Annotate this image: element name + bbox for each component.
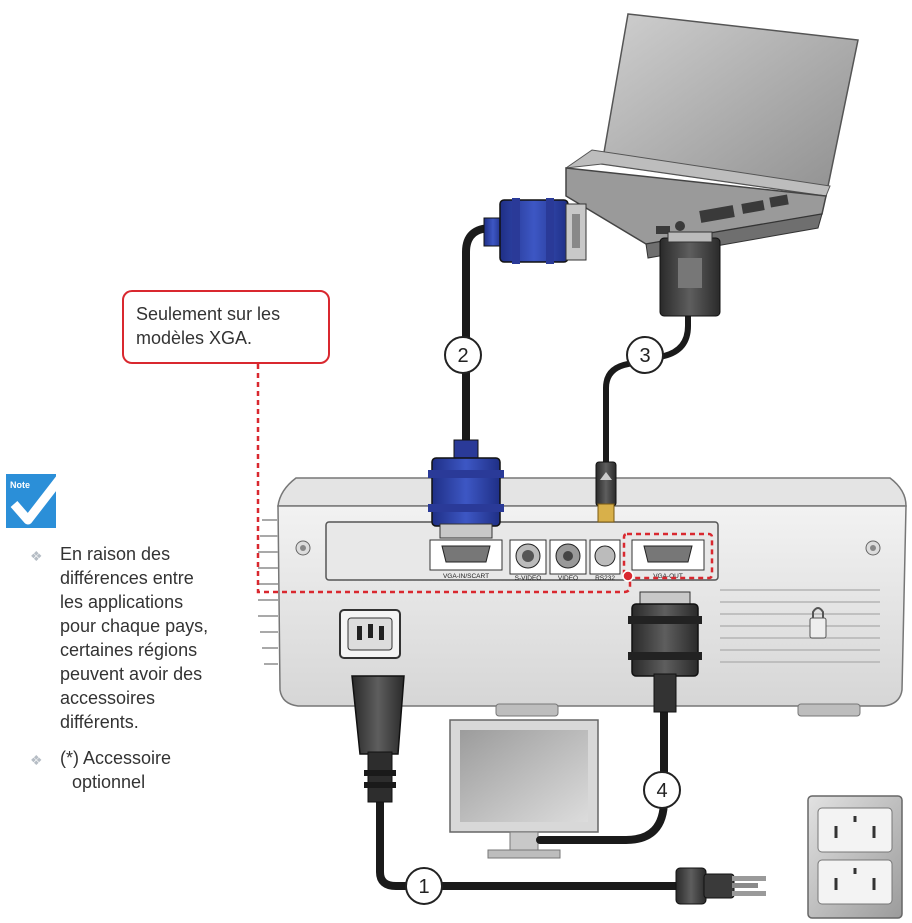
projector: VGA-IN/SCART S-VIDEO VIDEO RS232 VGA-OUT [258, 477, 907, 717]
note-item: ❖ En raison des différences entre les ap… [22, 542, 217, 734]
kensington-lock-icon [809, 607, 827, 639]
laptop-port [675, 221, 685, 231]
svg-text:3: 3 [639, 345, 650, 367]
bullet-icon: ❖ [30, 548, 43, 564]
note-item-text: En raison des différences entre les appl… [60, 544, 209, 732]
vga-connector-laptop [483, 198, 587, 264]
vga-connector-monitor [628, 591, 702, 713]
monitor [449, 719, 599, 859]
laptop-port [769, 194, 789, 208]
laptop-port [741, 200, 765, 214]
wall-outlet [807, 795, 903, 919]
port-vga-out: VGA-OUT [631, 539, 705, 580]
note-item-text-continued: optionnel [72, 772, 146, 792]
cable-number-3: 3 [626, 336, 664, 374]
monitor-neck [509, 831, 539, 851]
laptop-port [699, 205, 735, 223]
left-grille [258, 519, 278, 665]
laptop [565, 13, 859, 259]
note-checkmark-icon: Note [6, 474, 62, 528]
cable-number-4: 4 [643, 771, 681, 809]
vga-connector-projector [428, 439, 504, 539]
monitor-screen [460, 730, 588, 822]
callout-anchor-dot [622, 570, 634, 582]
rs232-connector-projector [595, 461, 617, 523]
port-label-vga-out: VGA-OUT [653, 573, 683, 580]
bullet-icon: ❖ [30, 752, 43, 768]
cable-3 [603, 307, 691, 465]
svg-text:4: 4 [656, 780, 667, 802]
port-vga-in: VGA-IN/SCART [429, 539, 503, 580]
port-rs232: RS232 [589, 539, 621, 582]
monitor-base [487, 849, 561, 859]
note-badge-label: Note [10, 480, 30, 490]
callout-line-1: Seulement sur les [136, 304, 281, 324]
power-socket [339, 609, 401, 659]
port-label-rs232: RS232 [595, 575, 615, 582]
port-video: VIDEO [549, 539, 587, 582]
note-item: ❖ (*) Accessoire optionnel [22, 746, 217, 794]
cable-number-1: 1 [405, 867, 443, 905]
screw [870, 545, 876, 551]
callout-line-2: modèles XGA. [136, 328, 253, 348]
laptop-base-top [565, 149, 831, 197]
port-label-svideo: S-VIDEO [515, 575, 542, 582]
svg-text:2: 2 [457, 345, 468, 367]
power-cord-connector [351, 675, 405, 803]
cable-number-2: 2 [444, 336, 482, 374]
screw [300, 545, 306, 551]
port-label-vga-in: VGA-IN/SCART [443, 573, 489, 580]
xga-only-callout: Seulement sur les modèles XGA. [122, 290, 330, 364]
xga-callout-leader [256, 364, 714, 594]
note-list: ❖ En raison des différences entre les ap… [22, 542, 217, 806]
power-plug [675, 867, 766, 905]
rs232-connector-laptop [659, 231, 721, 317]
projector-top [277, 477, 907, 507]
cable-1 [376, 796, 684, 890]
right-grille [720, 589, 880, 663]
note-item-text: (*) Accessoire [60, 748, 172, 768]
projector-foot [797, 703, 861, 717]
laptop-port [656, 226, 670, 234]
projector-foot [495, 703, 559, 717]
port-label-video: VIDEO [558, 575, 578, 582]
svg-text:1: 1 [418, 876, 429, 898]
port-svideo: S-VIDEO [509, 539, 547, 582]
